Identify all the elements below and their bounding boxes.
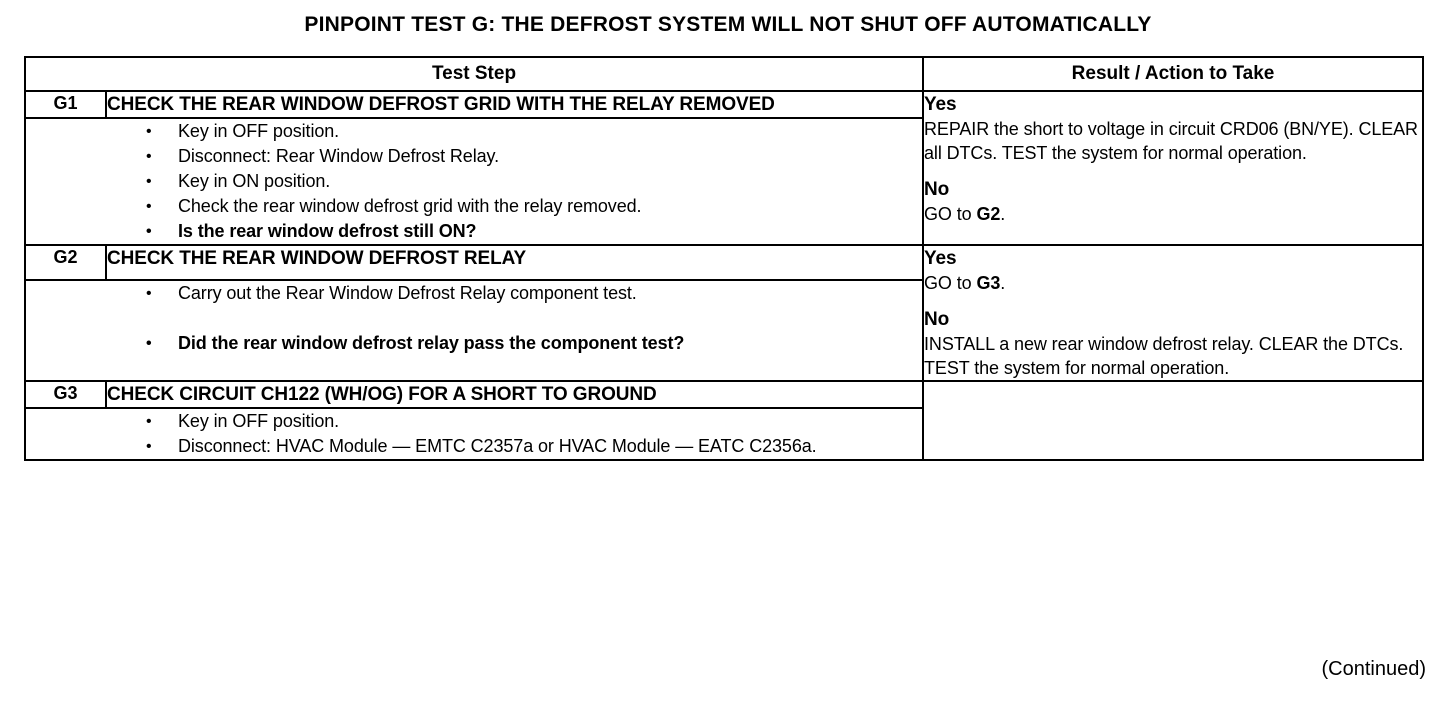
result-no-block-g2: No INSTALL a new rear window defrost rel…	[924, 307, 1422, 380]
result-no-text-prefix-g1: GO to	[924, 204, 977, 224]
result-no-text-g2: INSTALL a new rear window defrost relay.…	[924, 334, 1404, 378]
result-no-block-g1: No GO to G2.	[924, 177, 1422, 226]
table-row-g1-bullets: Key in OFF position. Disconnect: Rear Wi…	[23, 117, 1423, 246]
table-row-g2-bullets: Carry out the Rear Window Defrost Relay …	[23, 279, 1423, 382]
result-yes-label-g2: Yes	[924, 248, 957, 269]
bullet-list-g3: Key in OFF position. Disconnect: HVAC Mo…	[26, 409, 922, 459]
result-yes-text-g2: GO to G3.	[924, 271, 1422, 295]
result-no-step-ref-g1: G2	[976, 204, 1001, 224]
list-item-question: Is the rear window defrost still ON?	[26, 219, 922, 244]
step-heading-g2: CHECK THE REAR WINDOW DEFROST RELAY	[104, 243, 925, 282]
list-item-question: Did the rear window defrost relay pass t…	[26, 331, 922, 356]
column-header-result-action: Result / Action to Take	[922, 56, 1425, 92]
column-header-test-step: Test Step	[23, 56, 925, 92]
result-no-label-g2: No	[924, 309, 950, 330]
table-row-g3-heading: G3 CHECK CIRCUIT CH122 (WH/OG) FOR A SHO…	[24, 380, 1425, 461]
list-item: Key in OFF position.	[26, 409, 922, 434]
step-bullets-cell-g1: Key in OFF position. Disconnect: Rear Wi…	[23, 117, 925, 246]
list-item: Disconnect: Rear Window Defrost Relay.	[26, 144, 922, 169]
list-item: Key in OFF position.	[26, 119, 922, 144]
pinpoint-test-table: Test Step Result / Action to Take G1 CHE…	[23, 56, 1425, 461]
result-yes-block-g1: Yes REPAIR the short to voltage in circu…	[924, 92, 1422, 165]
step-id-g2: G2	[24, 243, 107, 282]
bullet-list-g1: Key in OFF position. Disconnect: Rear Wi…	[26, 119, 922, 244]
step-heading-g1: CHECK THE REAR WINDOW DEFROST GRID WITH …	[104, 90, 925, 119]
step-bullets-cell-g3: Key in OFF position. Disconnect: HVAC Mo…	[23, 407, 925, 461]
result-yes-text-suffix-g2: .	[1000, 273, 1006, 293]
bullet-list-g2: Carry out the Rear Window Defrost Relay …	[26, 281, 922, 356]
continued-note: (Continued)	[1321, 658, 1426, 680]
list-item: Carry out the Rear Window Defrost Relay …	[26, 281, 922, 306]
table-row-g2-heading: G2 CHECK THE REAR WINDOW DEFROST RELAY Y…	[24, 243, 1425, 382]
result-cell-g3	[922, 380, 1425, 461]
result-yes-step-ref-g2: G3	[976, 273, 1001, 293]
result-yes-block-g2: Yes GO to G3.	[924, 246, 1422, 295]
table-header-row: Test Step Result / Action to Take	[23, 56, 1425, 92]
step-id-g1: G1	[24, 90, 107, 119]
result-yes-text-g1: REPAIR the short to voltage in circuit C…	[924, 119, 1418, 163]
result-yes-text-prefix-g2: GO to	[924, 273, 977, 293]
result-no-text-g1: GO to G2.	[924, 202, 1422, 226]
list-item: Key in ON position.	[26, 169, 922, 194]
page-title: PINPOINT TEST G: THE DEFROST SYSTEM WILL…	[304, 13, 1152, 36]
result-cell-g1: Yes REPAIR the short to voltage in circu…	[922, 90, 1425, 246]
result-no-label-g1: No	[924, 179, 950, 200]
step-id-g3: G3	[24, 380, 107, 409]
result-yes-label-g1: Yes	[924, 94, 957, 115]
list-item: Disconnect: HVAC Module — EMTC C2357a or…	[26, 434, 922, 459]
step-bullets-cell-g2: Carry out the Rear Window Defrost Relay …	[23, 279, 925, 382]
result-cell-g2: Yes GO to G3. No INSTALL a new rear wind…	[922, 244, 1425, 382]
step-heading-g3: CHECK CIRCUIT CH122 (WH/OG) FOR A SHORT …	[104, 380, 925, 409]
table-row-g1-heading: G1 CHECK THE REAR WINDOW DEFROST GRID WI…	[24, 90, 1425, 246]
table-row-g3-bullets: Key in OFF position. Disconnect: HVAC Mo…	[23, 407, 1423, 461]
list-item: Check the rear window defrost grid with …	[26, 194, 922, 219]
result-no-text-suffix-g1: .	[1000, 204, 1006, 224]
